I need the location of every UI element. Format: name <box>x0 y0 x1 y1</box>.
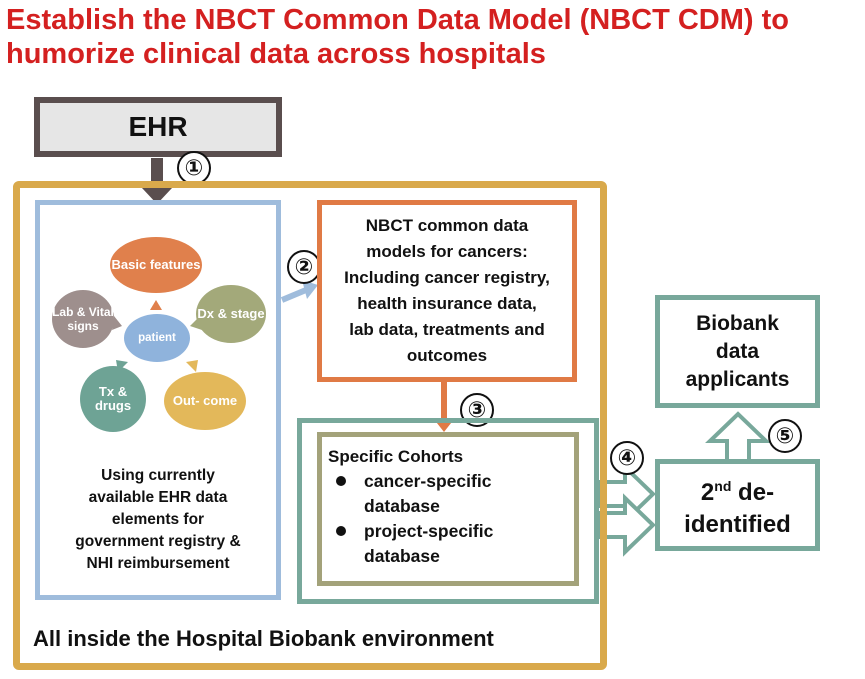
cohorts-outer-frame <box>297 418 599 604</box>
title-line-1: Establish the NBCT Common Data Model (NB… <box>6 4 789 36</box>
arrow-deid-to-applicants <box>705 411 771 460</box>
node-patient: patient <box>124 314 190 362</box>
arrow-panel-to-cdm <box>280 280 318 303</box>
ehr-box: EHR <box>34 97 282 157</box>
list-item: cancer-specific database <box>328 469 574 519</box>
cdm-line: Including cancer registry, <box>344 268 550 287</box>
cohorts-box: Specific Cohorts cancer-specific databas… <box>317 432 579 586</box>
ehr-elements-caption: Using currently available EHR data eleme… <box>45 465 271 575</box>
step-5-badge: ⑤ <box>768 419 802 453</box>
caption-line: NHI reimbursement <box>86 555 230 572</box>
ehr-elements-panel <box>35 200 281 600</box>
applicants-line: data <box>715 339 760 363</box>
caption-line: available EHR data <box>88 489 228 506</box>
arrow-patient-to-lab <box>112 316 122 330</box>
list-item: project-specific database <box>328 519 574 569</box>
caption-line: elements for <box>111 511 205 528</box>
node-tx-drugs: Tx & drugs <box>80 366 146 432</box>
step-4-badge: ④ <box>610 441 644 475</box>
cohorts-title: Specific Cohorts <box>328 447 464 466</box>
cdm-line: NBCT common data <box>365 216 529 235</box>
node-lab-vital-signs: Lab & Vital signs <box>52 290 114 348</box>
cdm-line: lab data, treatments and <box>349 320 545 339</box>
caption-line: Using currently <box>101 467 215 484</box>
title-line-2: humorize clinical data across hospitals <box>6 38 546 70</box>
hospital-environment-frame <box>13 181 607 670</box>
cohorts-list: cancer-specific database project-specifi… <box>328 469 574 569</box>
arrow-patient-to-basic <box>150 300 162 310</box>
cdm-box: NBCT common data models for cancers: Inc… <box>317 200 577 382</box>
node-outcome: Out- come <box>164 372 246 430</box>
ehr-label: EHR <box>128 111 188 142</box>
arrow-patient-to-outcome <box>186 360 198 372</box>
applicants-box: Biobank data applicants <box>655 295 820 408</box>
step-1-badge: ① <box>177 151 211 185</box>
cdm-line: health insurance data, <box>357 294 537 313</box>
cdm-line: models for cancers: <box>366 242 528 261</box>
caption-line: government registry & <box>75 533 241 550</box>
deid-box: 2nd de- identified <box>655 459 820 551</box>
node-basic-features: Basic features <box>110 237 202 293</box>
applicants-line: applicants <box>685 367 790 391</box>
applicants-line: Biobank <box>696 311 779 335</box>
step-2-badge: ② <box>287 250 321 284</box>
deid-line-1: 2nd de- <box>700 477 775 506</box>
cdm-line: outcomes <box>406 346 488 365</box>
node-dx-stage: Dx & stage <box>196 285 266 343</box>
hospital-environment-label: All inside the Hospital Biobank environm… <box>33 626 494 651</box>
deid-line-2: identified <box>684 510 791 538</box>
